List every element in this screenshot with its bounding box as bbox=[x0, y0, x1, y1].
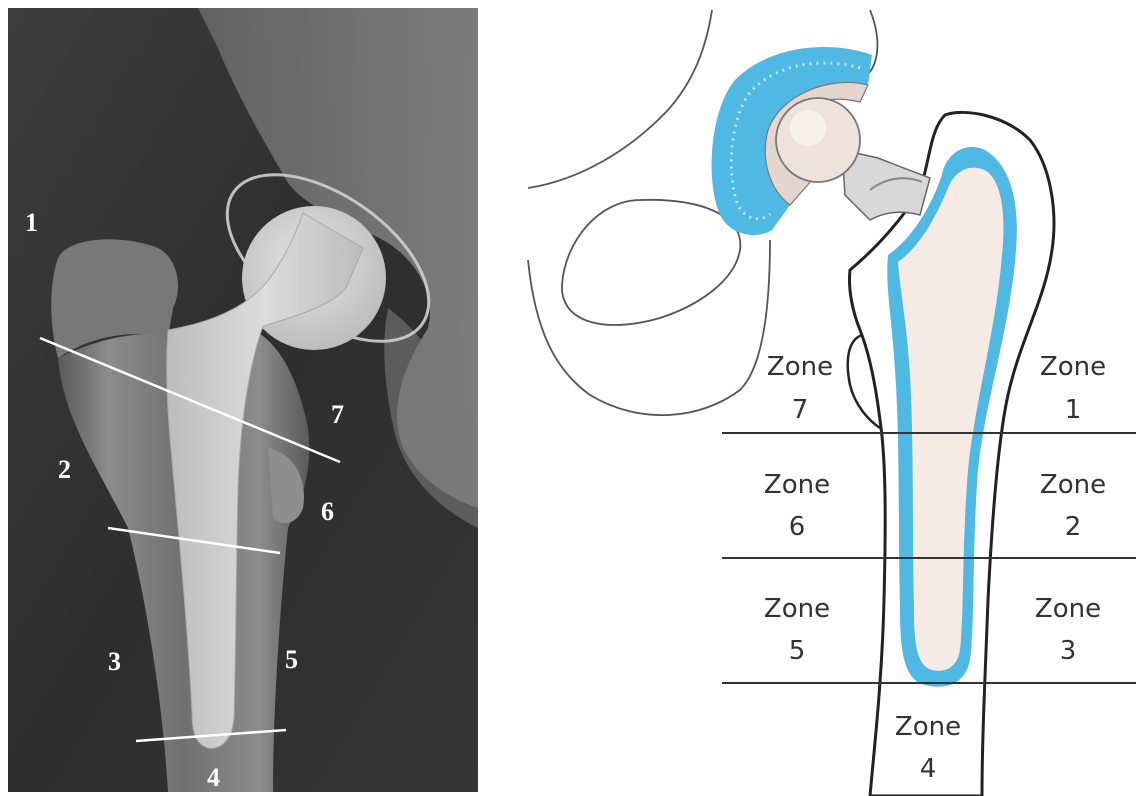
xray-label-1: 1 bbox=[25, 208, 38, 237]
xray-label-4: 4 bbox=[207, 763, 220, 792]
zone-5-num: 5 bbox=[789, 636, 806, 666]
zone-6-word: Zone bbox=[764, 470, 830, 500]
xray-radiograph: 1 2 3 4 5 6 7 bbox=[8, 8, 478, 792]
zone-1-word: Zone bbox=[1040, 352, 1106, 382]
zone-5-word: Zone bbox=[764, 594, 830, 624]
gruen-zone-diagram: Zone 7 Zone 1 Zone 6 Zone 2 Zone 5 Zone … bbox=[522, 0, 1136, 796]
zone-3-word: Zone bbox=[1035, 594, 1101, 624]
zone-2-word: Zone bbox=[1040, 470, 1106, 500]
zone-6-num: 6 bbox=[789, 512, 806, 542]
femoral-head-highlight bbox=[790, 110, 826, 146]
zone-7-num: 7 bbox=[792, 395, 809, 425]
zone-3-num: 3 bbox=[1060, 636, 1077, 666]
zone-2-num: 2 bbox=[1065, 512, 1082, 542]
xray-label-6: 6 bbox=[321, 497, 334, 526]
xray-label-3: 3 bbox=[108, 647, 121, 676]
zone-1-num: 1 bbox=[1065, 395, 1082, 425]
zone-7-word: Zone bbox=[767, 352, 833, 382]
zone-4-num: 4 bbox=[920, 754, 937, 784]
xray-label-7: 7 bbox=[331, 400, 344, 429]
zone-4-word: Zone bbox=[895, 712, 961, 742]
xray-label-2: 2 bbox=[58, 455, 71, 484]
xray-label-5: 5 bbox=[285, 645, 298, 674]
